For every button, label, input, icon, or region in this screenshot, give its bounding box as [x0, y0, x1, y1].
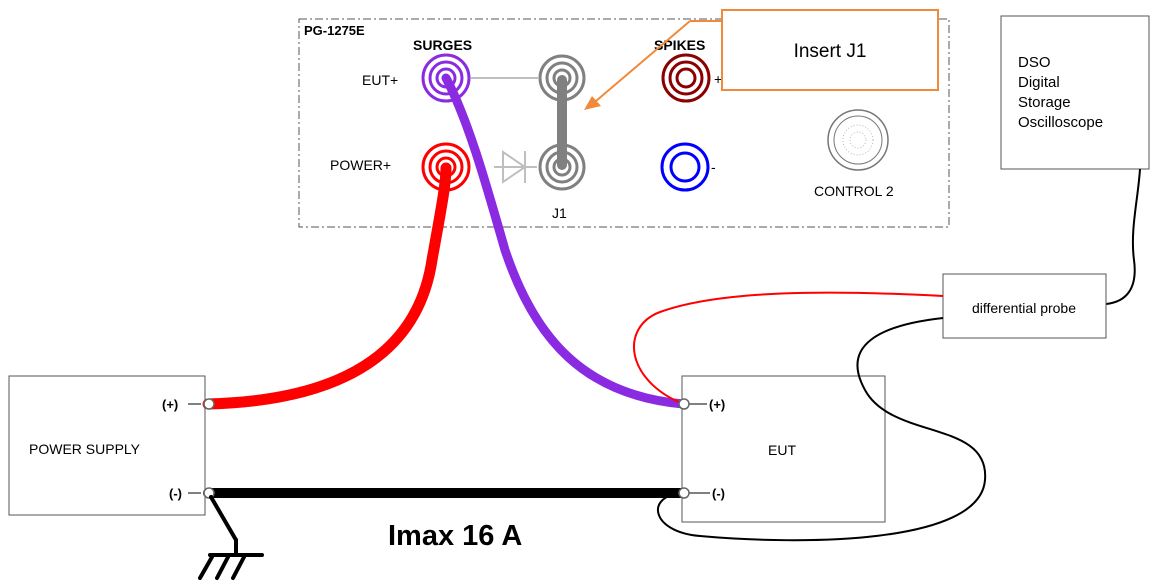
callout-text: Insert J1: [794, 41, 867, 62]
jumper-label: J1: [552, 205, 567, 221]
eut-plus-terminal[interactable]: [678, 398, 690, 410]
power-cable: [202, 162, 452, 410]
eut-plus-connector[interactable]: [421, 53, 471, 103]
dso-line-2: Digital: [1018, 74, 1060, 91]
control-connector[interactable]: [827, 109, 889, 171]
control-label: CONTROL 2: [814, 183, 894, 199]
spikes-plus-label: +: [714, 71, 722, 87]
eut-minus-terminal[interactable]: [678, 487, 690, 499]
eut-plus-terminal-label: (+): [709, 397, 725, 412]
eut-label: EUT: [768, 442, 796, 458]
dso-line-1: DSO: [1018, 54, 1051, 71]
earth-ground-icon: [198, 495, 264, 580]
eut-plus-label: EUT+: [362, 72, 398, 88]
generator-panel: [298, 18, 950, 228]
ps-plus-terminal[interactable]: [203, 398, 215, 410]
callout-arrow-line: [595, 20, 691, 102]
callout-box: [721, 9, 939, 91]
probe-red-lead: [633, 291, 944, 405]
dso-probe-cable: [1105, 168, 1141, 305]
ps-plus-label: (+): [162, 397, 178, 412]
callout-arrowhead: [584, 96, 601, 110]
dso-line-3: Storage: [1018, 94, 1071, 111]
probe-black-lead: [657, 317, 987, 542]
imax-label: Imax 16 A: [388, 520, 522, 552]
dso-line-4: Oscilloscope: [1018, 114, 1103, 131]
spikes-plus-connector[interactable]: [661, 53, 711, 103]
eut-minus-terminal-label: (-): [712, 486, 725, 501]
diode-icon: [494, 150, 537, 184]
surges-label: SURGES: [413, 37, 472, 53]
power-plus-label: POWER+: [330, 157, 391, 173]
probe-label: differential probe: [972, 300, 1076, 316]
dso-box: [1000, 15, 1150, 170]
power-supply-box: [8, 375, 206, 516]
probe-box: [942, 273, 1107, 339]
eut-box: [681, 375, 886, 523]
spikes-minus-connector[interactable]: [660, 142, 710, 192]
surge-cable: [441, 73, 688, 409]
power-supply-label: POWER SUPPLY: [29, 441, 141, 457]
spikes-minus-label: -: [711, 159, 716, 175]
ps-minus-label: (-): [169, 486, 182, 501]
generator-model: PG-1275E: [304, 23, 365, 38]
